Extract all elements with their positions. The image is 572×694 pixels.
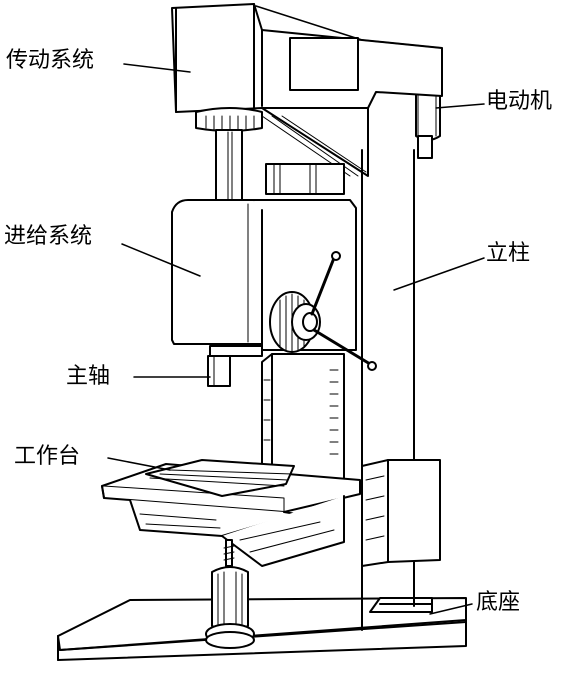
leader-feed: [121, 243, 201, 277]
label-spindle: 主轴: [66, 364, 111, 389]
spindle: [207, 355, 231, 387]
slide-block: [261, 353, 345, 481]
label-base: 底座: [476, 590, 521, 615]
label-column: 立柱: [486, 241, 531, 266]
leader-base: [429, 603, 473, 615]
worktable: [101, 459, 361, 567]
leader-table: [107, 457, 171, 471]
base-plate: [57, 597, 467, 661]
leader-column: [393, 257, 485, 291]
label-transmission-system: 传动系统: [6, 48, 95, 73]
feed-handwheel: [269, 251, 377, 371]
label-worktable: 工作台: [14, 444, 81, 469]
feed-head: [171, 199, 357, 357]
column-slide-box: [361, 459, 441, 567]
table-screw: [205, 539, 255, 649]
leader-transmission: [123, 63, 191, 73]
leader-lines: [107, 63, 485, 615]
leader-motor: [435, 103, 485, 109]
headstock: [171, 3, 443, 177]
label-feed-system: 进给系统: [4, 224, 93, 249]
upper-shaft: [215, 129, 345, 203]
label-motor: 电动机: [486, 89, 553, 114]
